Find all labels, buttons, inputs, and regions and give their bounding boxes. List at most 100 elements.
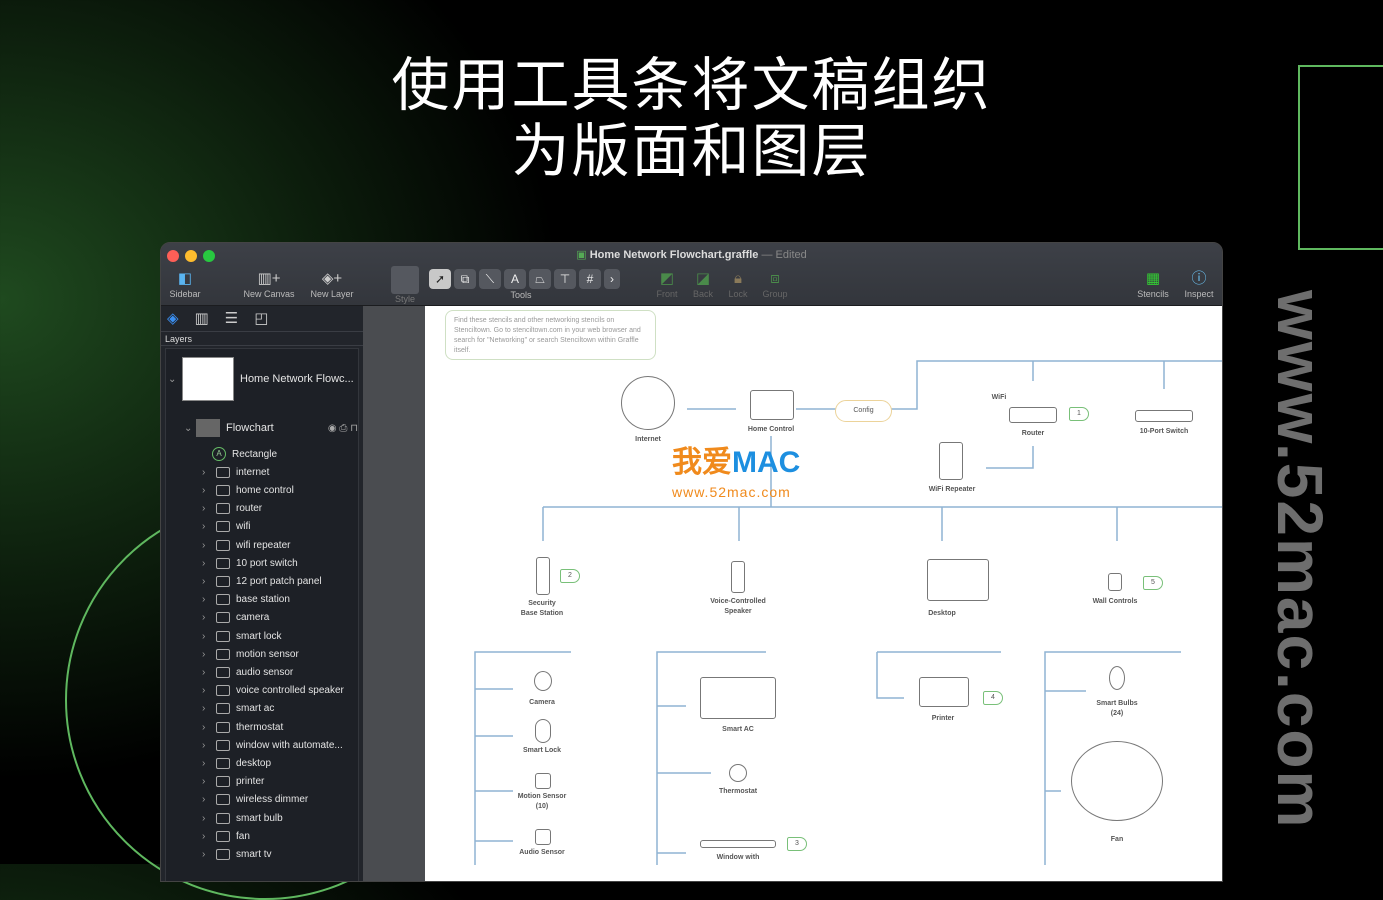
style-button[interactable]: Style (391, 266, 419, 304)
callout-badge[interactable]: 5 (1143, 576, 1163, 590)
switch-icon[interactable] (1135, 410, 1193, 422)
callout-badge[interactable]: 2 (560, 569, 580, 583)
diagram-icon[interactable]: ⏢ (529, 269, 551, 289)
connector-line[interactable] (986, 446, 1034, 469)
layers-tab-icon[interactable]: ◈ (167, 310, 179, 327)
back-button[interactable]: ◪Back (687, 269, 719, 299)
chevron-right-icon[interactable]: › (202, 648, 206, 660)
minimize-button[interactable] (185, 250, 197, 262)
chevron-right-icon[interactable]: › (202, 721, 206, 733)
note-box[interactable]: Find these stencils and other networking… (445, 310, 656, 360)
chevron-right-icon[interactable]: › (202, 776, 206, 788)
config-node[interactable]: Config (835, 400, 892, 422)
layer-item[interactable]: ›voice controlled speaker (202, 682, 344, 700)
chevron-right-icon[interactable]: › (202, 739, 206, 751)
layer-item[interactable]: ›desktop (202, 754, 271, 772)
more-icon[interactable]: › (604, 269, 620, 289)
thermostat-icon[interactable] (729, 764, 747, 782)
close-button[interactable] (167, 250, 179, 262)
chevron-right-icon[interactable]: › (202, 794, 206, 806)
chevron-right-icon[interactable]: › (202, 575, 206, 587)
base-station-icon[interactable] (536, 557, 550, 595)
bulbs-icon[interactable] (1109, 666, 1125, 690)
canvases-tab-icon[interactable]: ▥ (194, 310, 209, 327)
layer-item[interactable]: ›10 port switch (202, 554, 298, 572)
layer-item[interactable]: ›thermostat (202, 718, 283, 736)
wall-icon[interactable] (1108, 573, 1122, 591)
connector-line[interactable] (1044, 651, 1181, 865)
layer-item[interactable]: ›smart lock (202, 627, 282, 645)
layer-item[interactable]: ›internet (202, 463, 269, 481)
shape-icon[interactable]: ⧉ (454, 269, 476, 289)
layer-item[interactable]: ›12 port patch panel (202, 572, 322, 590)
chevron-right-icon[interactable]: › (202, 630, 206, 642)
chevron-right-icon[interactable]: › (202, 521, 206, 533)
chevron-right-icon[interactable]: › (202, 612, 206, 624)
layer-item[interactable]: ›audio sensor (202, 663, 293, 681)
layer-item[interactable]: ›base station (202, 591, 290, 609)
callout-badge[interactable]: 4 (983, 691, 1003, 705)
line-icon[interactable]: ⟍ (479, 269, 501, 289)
motion-icon[interactable] (535, 773, 551, 789)
grid-icon[interactable]: # (579, 269, 601, 289)
style-brush-icon[interactable]: ⊤ (554, 269, 576, 289)
chevron-right-icon[interactable]: › (202, 557, 206, 569)
front-button[interactable]: ◩Front (651, 269, 683, 299)
window-icon[interactable] (700, 840, 776, 848)
chevron-right-icon[interactable]: › (202, 812, 206, 824)
layer-item[interactable]: ›wireless dimmer (202, 791, 308, 809)
zoom-button[interactable] (203, 250, 215, 262)
layer-item[interactable]: ›wifi repeater (202, 536, 290, 554)
new-canvas-button[interactable]: ▥+New Canvas (239, 269, 299, 299)
layer-item[interactable]: ›smart bulb (202, 809, 283, 827)
ac-icon[interactable] (700, 677, 776, 719)
layer-item[interactable]: ›smart tv (202, 845, 272, 863)
callout-badge[interactable]: 3 (787, 837, 807, 851)
chevron-right-icon[interactable]: › (202, 848, 206, 860)
layer-row-flowchart[interactable]: ⌄Flowchart◉ ⎙ ⊓ (184, 419, 358, 437)
connector-line[interactable] (891, 360, 1223, 410)
camera-icon[interactable] (534, 671, 552, 691)
chevron-right-icon[interactable]: › (202, 594, 206, 606)
layer-item[interactable]: ›smart ac (202, 700, 274, 718)
fan-icon[interactable] (1071, 741, 1163, 821)
layer-item[interactable]: ›motion sensor (202, 645, 299, 663)
chevron-right-icon[interactable]: › (202, 466, 206, 478)
chevron-right-icon[interactable]: › (202, 539, 206, 551)
layer-item[interactable]: ›window with automate... (202, 736, 343, 754)
repeater-icon[interactable] (939, 442, 963, 480)
router-icon[interactable] (1009, 407, 1057, 423)
lock-icon[interactable] (535, 719, 551, 743)
text-icon[interactable]: A (504, 269, 526, 289)
outline-tab-icon[interactable]: ☰ (224, 310, 239, 327)
chevron-right-icon[interactable]: › (202, 830, 206, 842)
printer-icon[interactable] (919, 677, 969, 707)
connector-line[interactable] (656, 651, 766, 865)
canvas-row[interactable]: ⌄Home Network Flowc... (168, 357, 354, 401)
audio-icon[interactable] (535, 829, 551, 845)
connector-line[interactable] (474, 651, 571, 865)
layer-item[interactable]: ›fan (202, 827, 250, 845)
speaker-icon[interactable] (731, 561, 745, 593)
home-control-icon[interactable] (750, 390, 794, 420)
layer-item[interactable]: ›home control (202, 481, 294, 499)
internet-icon[interactable] (621, 376, 675, 430)
chevron-right-icon[interactable]: › (202, 503, 206, 515)
visibility-icon[interactable]: ◉ ⎙ ⊓ (327, 422, 358, 434)
chevron-right-icon[interactable]: › (202, 484, 206, 496)
lock-button[interactable]: 🔒︎Lock (723, 269, 753, 299)
chevron-right-icon[interactable]: › (202, 757, 206, 769)
layer-item[interactable]: ›router (202, 500, 262, 518)
group-button[interactable]: ⧈Group (758, 269, 792, 299)
chevron-right-icon[interactable]: › (202, 685, 206, 697)
layer-item[interactable]: ›printer (202, 773, 264, 791)
callout-badge[interactable]: 1 (1069, 407, 1089, 421)
layer-item[interactable]: ›wifi (202, 518, 250, 536)
new-layer-button[interactable]: ◈+New Layer (306, 269, 358, 299)
sidebar-button[interactable]: ◧Sidebar (165, 269, 205, 299)
chevron-right-icon[interactable]: › (202, 666, 206, 678)
chevron-right-icon[interactable]: › (202, 703, 206, 715)
objects-tab-icon[interactable]: ◰ (254, 310, 269, 327)
